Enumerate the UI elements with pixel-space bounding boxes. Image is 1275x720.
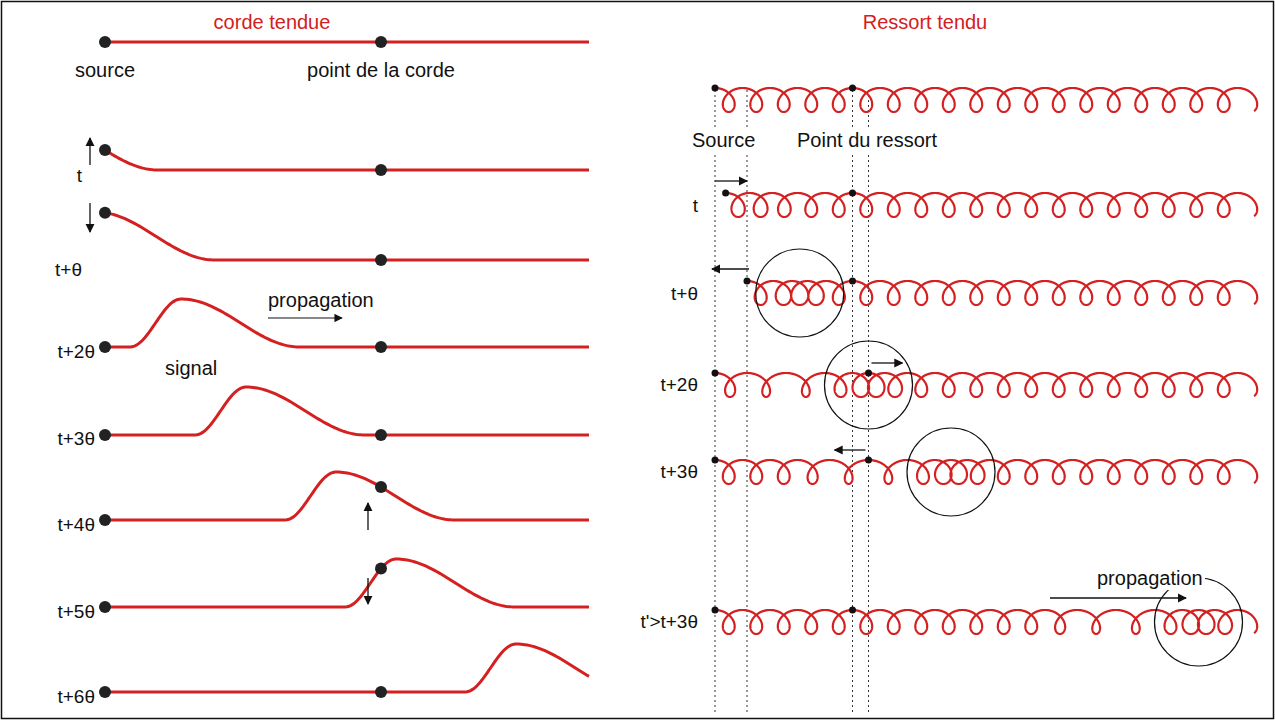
string-point — [375, 686, 387, 698]
string-point — [99, 207, 111, 219]
time-label: t+2θ — [658, 374, 700, 396]
motion-arrow — [89, 203, 90, 232]
time-label: t — [691, 195, 700, 217]
spring-point — [849, 607, 856, 614]
part-label: source — [73, 59, 137, 82]
time-label: t'>t+3θ — [638, 611, 700, 633]
motion-arrow — [367, 578, 368, 604]
spring-point — [865, 457, 872, 464]
string-point — [375, 36, 387, 48]
spring — [715, 88, 1257, 112]
propagation-arrow — [268, 317, 342, 318]
string-panel — [90, 36, 589, 698]
time-label: t+3θ — [658, 461, 700, 483]
string — [105, 150, 589, 170]
motion-arrow — [835, 449, 866, 450]
title-label: corde tendue — [212, 11, 333, 34]
string-point — [375, 481, 387, 493]
string — [105, 41, 589, 44]
string-point — [375, 429, 387, 441]
motion-arrow — [715, 180, 747, 181]
string — [105, 387, 589, 435]
string — [105, 644, 589, 692]
part-label: point de la corde — [305, 59, 457, 82]
spring — [747, 281, 1257, 305]
compression-circle — [756, 249, 844, 337]
spring — [715, 460, 1257, 484]
spring-point — [712, 370, 719, 377]
string-point — [99, 341, 111, 353]
string-point — [99, 514, 111, 526]
part-label: Point du ressort — [795, 129, 939, 152]
spring-point — [865, 370, 872, 377]
spring-point — [744, 278, 751, 285]
time-label: t — [75, 165, 84, 187]
time-label: t+4θ — [55, 514, 97, 536]
string-point — [375, 254, 387, 266]
spring-point — [722, 190, 729, 197]
time-label: t+6θ — [55, 686, 97, 708]
string-point — [99, 36, 111, 48]
spring-point — [849, 190, 856, 197]
motion-arrow — [872, 362, 903, 363]
propagation-arrow — [1050, 597, 1186, 598]
string-point — [375, 164, 387, 176]
compression-circle — [907, 428, 995, 516]
string — [105, 213, 589, 260]
motion-arrow — [712, 268, 749, 269]
time-label: t+2θ — [55, 341, 97, 363]
spring — [715, 610, 1257, 634]
spring — [726, 193, 1258, 217]
time-label: t+θ — [53, 259, 84, 281]
propagation-label: propagation — [266, 289, 376, 312]
part-label: Source — [690, 129, 757, 152]
compression-circle — [1155, 578, 1243, 666]
string-point — [375, 341, 387, 353]
spring-panel — [712, 85, 1258, 713]
spring-point — [712, 607, 719, 614]
reference-line — [747, 90, 748, 712]
compression-circle — [825, 341, 913, 429]
motion-arrow — [367, 503, 368, 530]
time-label: t+5θ — [55, 601, 97, 623]
time-label: t+θ — [669, 283, 700, 305]
spring-point — [712, 85, 719, 92]
reference-line — [715, 90, 716, 712]
spring — [715, 373, 1257, 397]
spring-point — [849, 85, 856, 92]
string-point — [99, 686, 111, 698]
string-point — [99, 601, 111, 613]
motion-arrow — [89, 138, 90, 165]
string-point — [99, 429, 111, 441]
string — [105, 472, 589, 520]
string-point — [375, 563, 387, 575]
signal-label: signal — [163, 357, 219, 380]
time-label: t+3θ — [55, 428, 97, 450]
title-label: Ressort tendu — [861, 11, 990, 34]
string — [105, 559, 589, 607]
spring-point — [712, 457, 719, 464]
propagation-label: propagation — [1095, 567, 1205, 590]
string-point — [99, 144, 111, 156]
reference-line — [852, 90, 853, 712]
spring-point — [849, 278, 856, 285]
